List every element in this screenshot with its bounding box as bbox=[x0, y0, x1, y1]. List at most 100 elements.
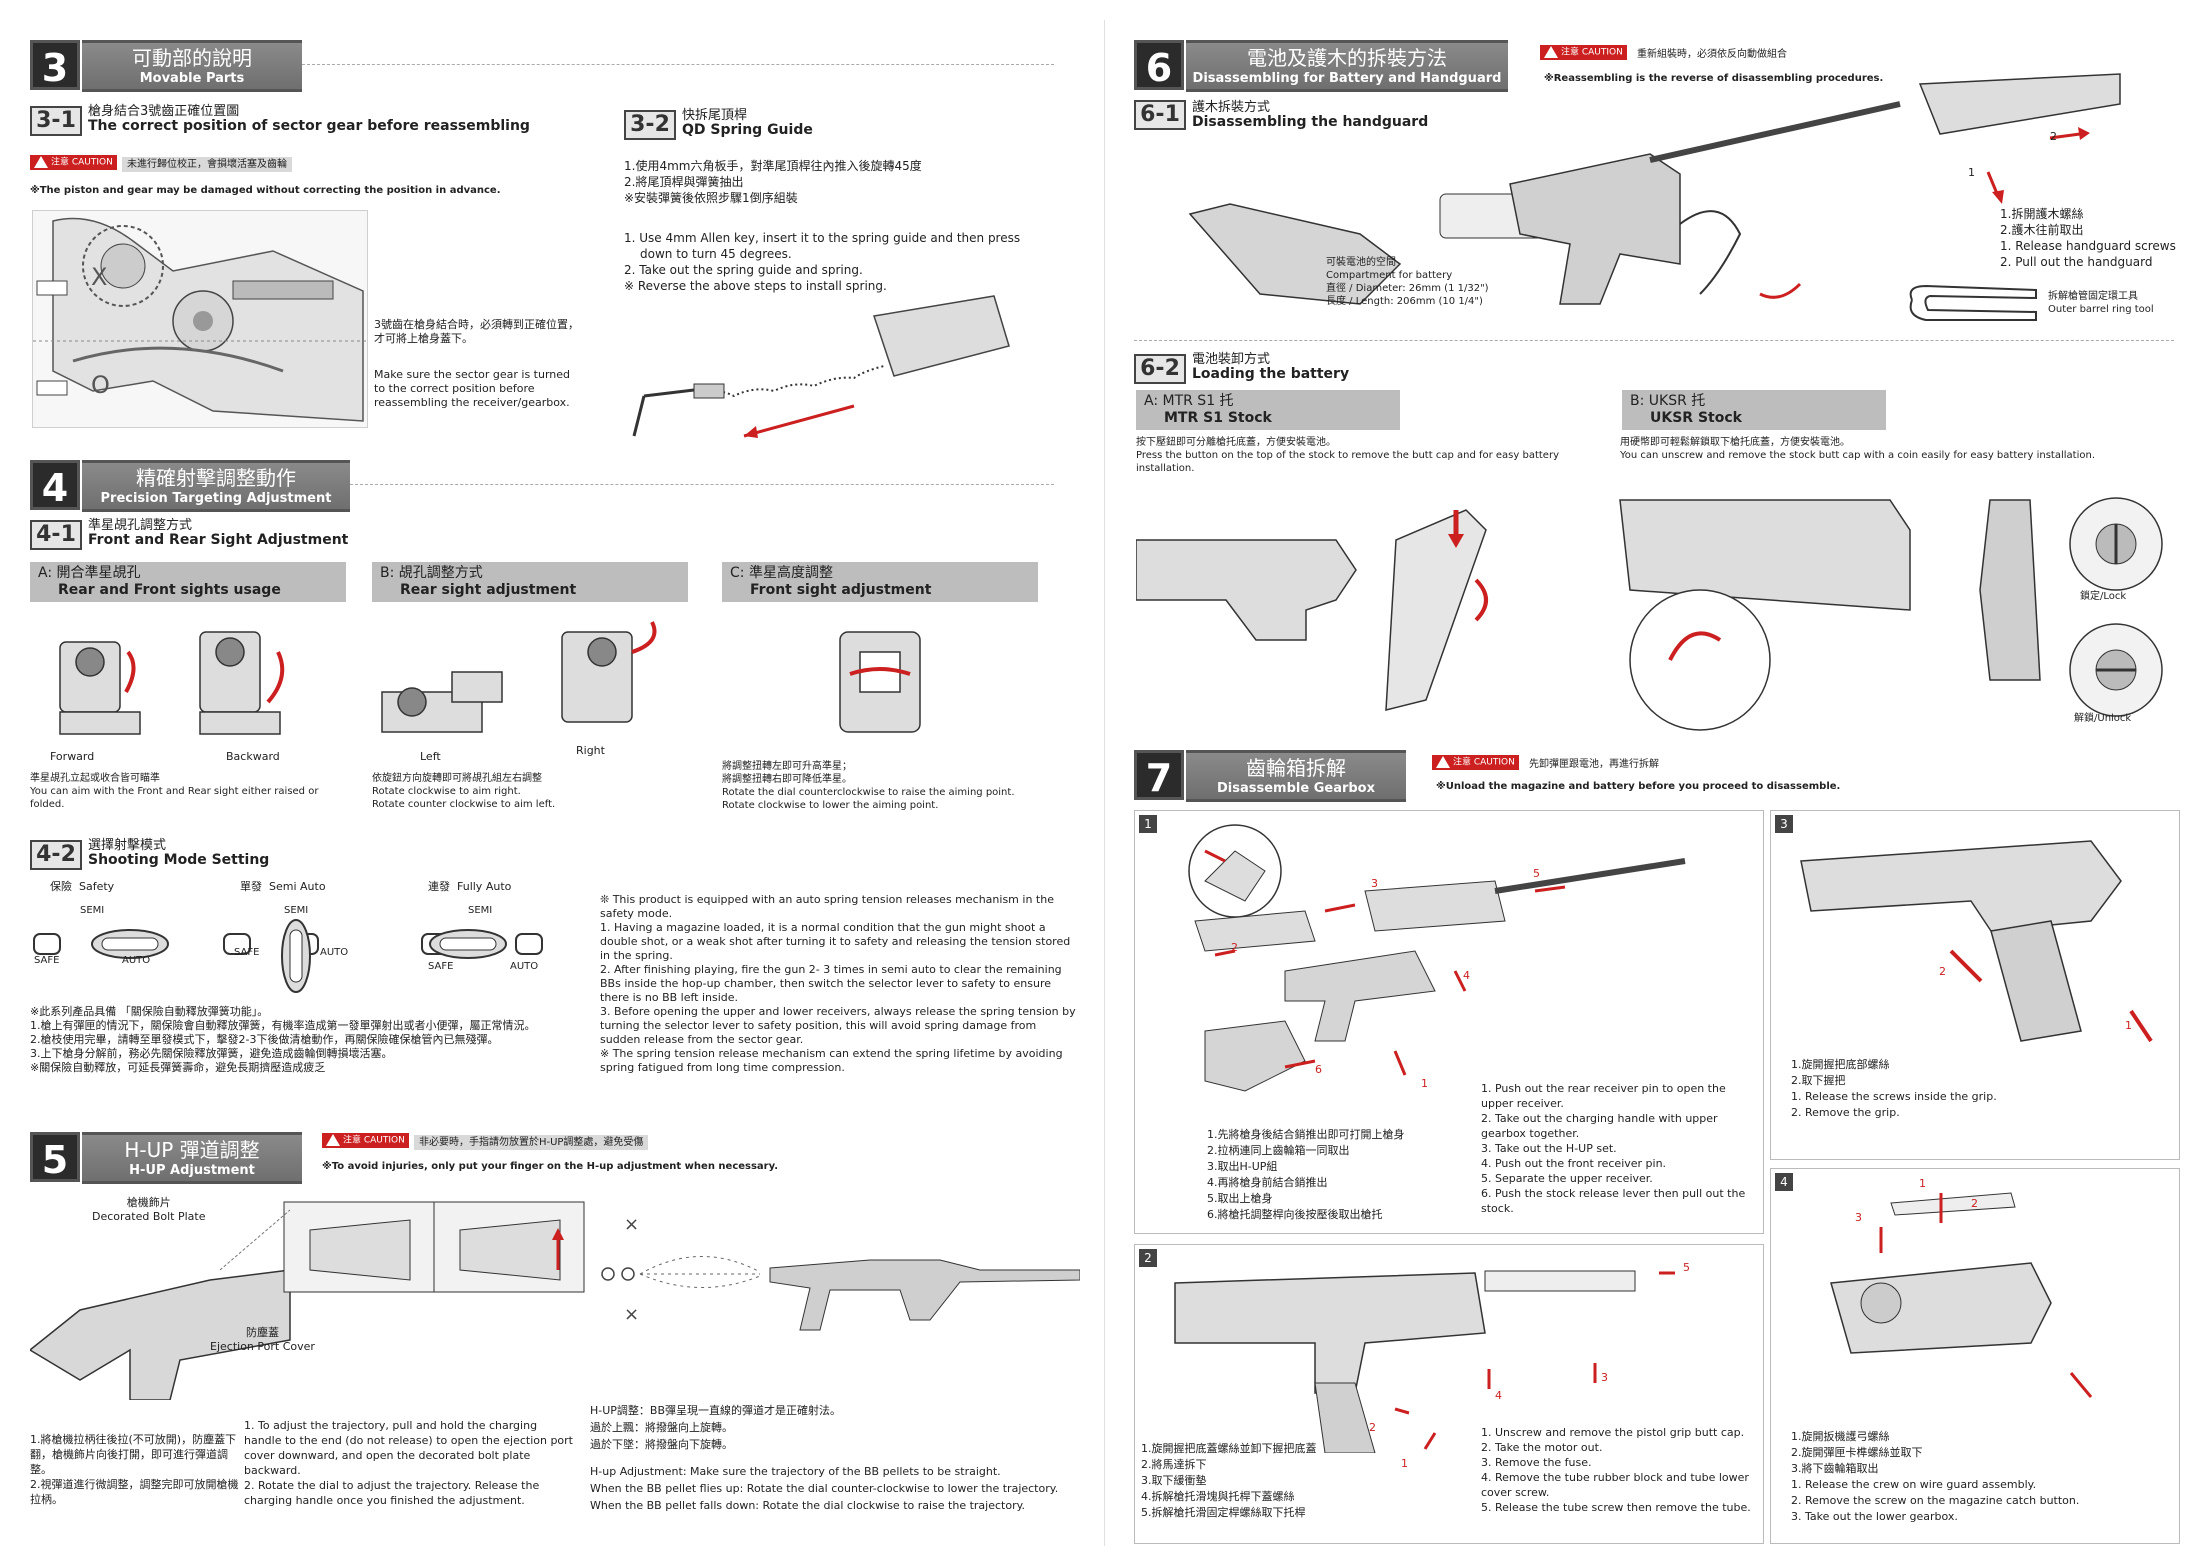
step-text: ※安裝彈簧後依照步驟1倒序組裝 bbox=[624, 191, 798, 205]
step-text: 2.將馬達拆下 bbox=[1141, 1458, 1207, 1471]
handguard-steps: 1.拆開護木螺絲 2.護木往前取出 1. Release handguard s… bbox=[2000, 206, 2190, 270]
subsection-6-2: 6-2 bbox=[1134, 354, 1186, 384]
label-zh: 防塵蓋 bbox=[245, 1326, 279, 1339]
spring-guide-steps-en: 1. Use 4mm Allen key, insert it to the s… bbox=[624, 230, 1044, 294]
subsection-title-zh: 快拆尾頂桿 bbox=[682, 108, 748, 123]
stock-a-header: A: MTR S1 托 MTR S1 Stock bbox=[1136, 390, 1400, 430]
unlock-illustration bbox=[2066, 620, 2166, 720]
gearbox-panel-1: 1 1 2 3 4 5 6 1.先將槍身後結合銷推出即可打開上槍身 2.拉柄連同… bbox=[1134, 810, 1764, 1234]
step-mark: 3 bbox=[1855, 1211, 1862, 1224]
semi-mark: SEMI bbox=[80, 905, 105, 916]
subsection-4-2: 4-2 bbox=[30, 840, 82, 870]
ring-tool-illustration bbox=[1906, 280, 2046, 330]
step-text: 1.旋開扳機護弓螺絲 bbox=[1791, 1430, 1890, 1443]
step-text: 2. Take out the charging handle with upp… bbox=[1481, 1112, 1718, 1140]
panel-1-steps-zh: 1.先將槍身後結合銷推出即可打開上槍身 2.拉柄連同上齒輪箱一同取出 3.取出H… bbox=[1207, 1127, 1457, 1223]
ring-tool-label: 拆解槍管固定環工具 Outer barrel ring tool bbox=[2048, 290, 2154, 316]
step-text: 1. Release handguard screws bbox=[2000, 239, 2176, 253]
step-mark: 2 bbox=[1939, 965, 1946, 978]
stock-a-title-zh: A: MTR S1 托 bbox=[1144, 393, 1234, 409]
sector-gear-desc-en: Make sure the sector gear is turned to t… bbox=[374, 368, 571, 409]
step-text: 3. Take out the lower gearbox. bbox=[1791, 1510, 1958, 1523]
section-title-zh: H-UP 彈道調整 bbox=[124, 1138, 260, 1162]
step-mark: 1 bbox=[1919, 1177, 1926, 1190]
step-text: 2. Rotate the dial to adjust the traject… bbox=[244, 1479, 540, 1507]
ejection-cover-label: 防塵蓋 Ejection Port Cover bbox=[210, 1326, 315, 1354]
mode-safety-label: 保險 Safety bbox=[50, 880, 115, 893]
step-text: 2.護木往前取出 bbox=[2000, 223, 2084, 237]
hup-steps-zh: 1.將槍機拉柄往後拉(不可放開)，防塵蓋下翻，槍機飾片向後打開，即可進行彈道調整… bbox=[30, 1432, 240, 1507]
desc-zh: 將調整扭轉右即可降低準星。 bbox=[722, 774, 852, 785]
step-mark: 2 bbox=[1971, 1197, 1978, 1210]
note-text: H-UP調整：BB彈呈現一直線的彈道才是正確射法。 bbox=[590, 1404, 842, 1417]
step-text: 1. Release the screws inside the grip. bbox=[1791, 1090, 1997, 1103]
step-text: 2.拉柄連同上齒輪箱一同取出 bbox=[1207, 1144, 1350, 1157]
subsection-3-2-title: 快拆尾頂桿 QD Spring Guide bbox=[682, 108, 982, 138]
section-title-zh: 可動部的說明 bbox=[132, 46, 252, 70]
sight-a-illustration bbox=[40, 612, 340, 754]
sight-a-forward-label: Forward bbox=[50, 750, 95, 763]
step-mark: 1 bbox=[2125, 1019, 2132, 1032]
section-7-header: 7 bbox=[1134, 750, 1184, 800]
step-text: 1. Use 4mm Allen key, insert it to the s… bbox=[624, 231, 1021, 261]
step-text: 3. Take out the H-UP set. bbox=[1481, 1142, 1617, 1155]
note-text: 3.上下槍身分解前，務必先關保險釋放彈簧，避免造成齒輪倒轉損壞活塞。 bbox=[30, 1047, 393, 1060]
step-mark: 1 bbox=[1421, 1077, 1428, 1090]
note-text: 過於下墜：將撥盤向下旋轉。 bbox=[590, 1438, 733, 1451]
note-text: 1.槍上有彈匣的情況下，關保險會自動釋放彈簧，有機率造成第一發單彈射出或者小便彈… bbox=[30, 1019, 536, 1032]
subsection-4-1: 4-1 bbox=[30, 520, 82, 550]
panel-3-steps: 1.旋開握把底部螺絲 2.取下握把 1. Release the screws … bbox=[1791, 1057, 2161, 1121]
step-text: 5.取出上槍身 bbox=[1207, 1192, 1273, 1205]
note-text: H-up Adjustment: Make sure the trajector… bbox=[590, 1465, 1001, 1478]
panel-2-steps-en: 1. Unscrew and remove the pistol grip bu… bbox=[1481, 1425, 1761, 1515]
step-text: 4.拆解槍托滑塊與托桿下蓋螺絲 bbox=[1141, 1490, 1295, 1503]
caution-tag: 注意 CAUTION bbox=[1540, 45, 1627, 60]
sight-a-backward-label: Backward bbox=[226, 750, 280, 763]
caution-text: 先卸彈匣跟電池，再進行拆解 bbox=[1528, 759, 1659, 770]
step-mark: 1 bbox=[1401, 1457, 1408, 1470]
note-text: 3. Before opening the upper and lower re… bbox=[600, 1005, 1076, 1046]
desc-en: Rotate the dial counterclockwise to rais… bbox=[722, 787, 1015, 798]
section-6-title-bar: 電池及護木的拆裝方法 Disassembling for Battery and… bbox=[1186, 40, 1508, 92]
step-text: 1. Release the crew on wire guard assemb… bbox=[1791, 1478, 2037, 1491]
page-fold bbox=[1104, 20, 1105, 1546]
desc-en: Rotate clockwise to lower the aiming poi… bbox=[722, 800, 939, 811]
battery-compartment-label: 可裝電池的空間 Compartment for battery 直徑 / Dia… bbox=[1326, 256, 1566, 308]
section-title-en: Disassembling for Battery and Handguard bbox=[1192, 71, 1502, 86]
subsection-4-1-title: 準星覘孔調整方式 Front and Rear Sight Adjustment bbox=[88, 518, 488, 548]
sight-c-title-zh: C: 準星高度調整 bbox=[730, 565, 833, 581]
stock-a-illustration bbox=[1136, 500, 1596, 720]
subsection-number: 4-1 bbox=[30, 520, 82, 550]
note-text: 2.槍枝使用完畢，請轉至單發模式下，擊發2-3下後做清槍動作，再關保險確保槍管內… bbox=[30, 1033, 499, 1046]
stock-b-desc: 用硬幣即可輕鬆解鎖取下槍托底蓋，方便安裝電池。 You can unscrew … bbox=[1620, 436, 2180, 462]
step-mark: 4 bbox=[1495, 1389, 1502, 1402]
step-mark: 5 bbox=[1683, 1261, 1690, 1274]
subsection-3-1-title: 槍身結合3號齒正確位置圖 The correct position of sec… bbox=[88, 104, 588, 134]
step-text: 1.使用4mm六角板手，對準尾頂桿往內推入後旋轉45度 bbox=[624, 159, 922, 173]
auto-mark: AUTO bbox=[510, 961, 539, 972]
section-number: 7 bbox=[1134, 750, 1184, 800]
step-text: 5.拆解槍托滑固定桿螺絲取下托桿 bbox=[1141, 1506, 1306, 1519]
mode-semi-label: 單發 Semi Auto bbox=[240, 880, 326, 893]
step-text: 1. Unscrew and remove the pistol grip bu… bbox=[1481, 1426, 1745, 1439]
stock-b-title-en: UKSR Stock bbox=[1650, 410, 1742, 426]
step-text: 2.旋開彈匣卡榫螺絲並取下 bbox=[1791, 1446, 1923, 1459]
svg-text:×: × bbox=[624, 1214, 639, 1235]
note-text: When the BB pellet flies up: Rotate the … bbox=[590, 1482, 1059, 1495]
label-zh: 可裝電池的空間 bbox=[1326, 257, 1396, 268]
stock-b-illustration bbox=[1610, 490, 2050, 740]
diameter-text: 直徑 / Diameter: 26mm (1 1/32") bbox=[1326, 283, 1489, 294]
mode-auto-label: 連發 Fully Auto bbox=[428, 880, 512, 893]
section-4-header: 4 bbox=[30, 460, 80, 510]
arrow-2-label: 2 bbox=[2050, 130, 2057, 143]
caution-box: 注意 CAUTION 未進行歸位校正，會損壞活塞及齒輪 bbox=[30, 152, 292, 172]
panel-4-steps: 1.旋開扳機護弓螺絲 2.旋開彈匣卡榫螺絲並取下 3.將下齒輪箱取出 1. Re… bbox=[1791, 1429, 2171, 1525]
lock-illustration bbox=[2066, 494, 2166, 594]
step-text: 6.將槍托調整桿向後按壓後取出槍托 bbox=[1207, 1208, 1383, 1221]
arrow-1-label: 1 bbox=[1968, 166, 1975, 179]
section-3-title-bar: 可動部的說明 Movable Parts bbox=[82, 40, 302, 92]
step-text: 2. Remove the screw on the magazine catc… bbox=[1791, 1494, 2080, 1507]
step-text: ※ Reverse the above steps to install spr… bbox=[624, 279, 887, 293]
section-6-header: 6 bbox=[1134, 40, 1184, 90]
safe-mark: SAFE bbox=[234, 947, 260, 958]
